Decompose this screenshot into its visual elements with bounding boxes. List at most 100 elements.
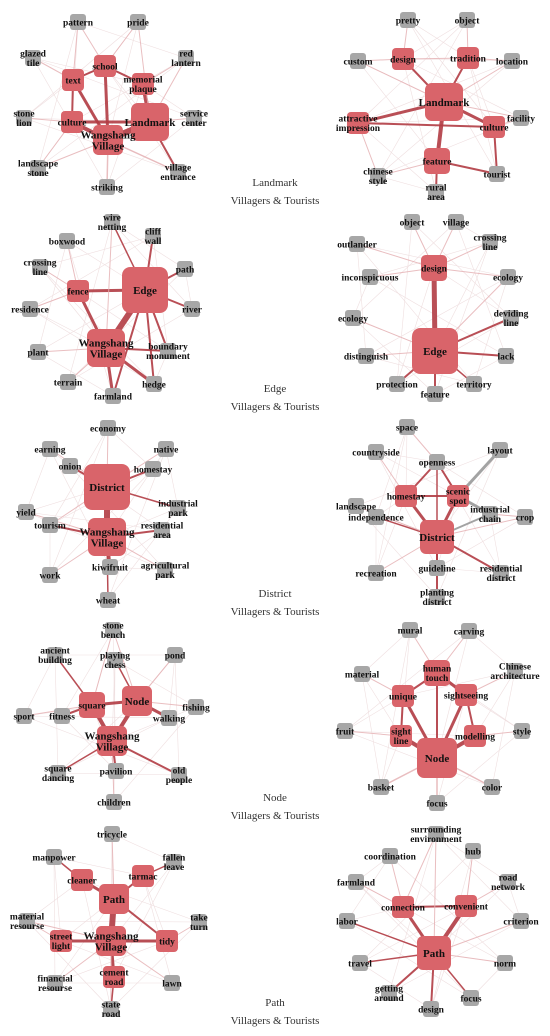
caption-subtitle: Villagers & Tourists — [230, 810, 320, 822]
background-edge — [375, 451, 438, 463]
background-edge — [67, 308, 193, 383]
node-label-line: tile — [27, 59, 40, 69]
background-edge — [436, 461, 526, 518]
node-label: cleaner — [67, 876, 97, 886]
node-box — [489, 166, 505, 182]
key-node-box — [392, 685, 414, 707]
node-box — [106, 794, 122, 810]
background-edge — [375, 495, 407, 574]
node-label: sport — [13, 712, 35, 722]
node-label-line: Node — [425, 753, 450, 765]
node-label: independence — [348, 513, 403, 523]
node-label: farmland — [337, 878, 376, 888]
node-box — [429, 454, 445, 470]
node-label-line: pavilion — [100, 767, 133, 777]
node-box — [428, 826, 444, 842]
node-box — [19, 913, 35, 929]
node-box — [160, 343, 176, 359]
node-label-line: landscape — [18, 160, 58, 170]
node-label-line: getting — [375, 985, 403, 995]
node-label-line: wheat — [96, 596, 121, 606]
background-edge — [67, 221, 113, 383]
node-label: pattern — [63, 18, 94, 28]
node-box — [184, 301, 200, 317]
caption-subtitle: Villagers & Tourists — [230, 1015, 320, 1027]
network-edge — [105, 221, 113, 349]
node-label: modelling — [455, 732, 495, 742]
key-node-box — [156, 930, 178, 952]
key-node-box — [425, 83, 463, 121]
node-label-line: homestay — [387, 492, 426, 502]
background-edge — [405, 426, 408, 497]
node-label: homestay — [387, 492, 426, 502]
node-label: pond — [165, 651, 186, 661]
node-label-line: chinese — [363, 168, 393, 178]
node-box — [381, 985, 397, 1001]
key-node-box — [103, 966, 125, 988]
node-label: tricycle — [97, 830, 127, 840]
node-label: inconspicuous — [341, 273, 398, 283]
key-node-box — [84, 464, 130, 510]
node-label-line: take — [190, 914, 207, 924]
node-label-line: manpower — [32, 853, 76, 863]
node-label-line: onion — [59, 462, 82, 472]
node-label: countryside — [352, 448, 400, 458]
node-label: labor — [336, 917, 358, 927]
node-box — [104, 826, 120, 842]
node-label-line: touch — [426, 674, 449, 684]
key-node-box — [417, 738, 457, 778]
key-node-box — [412, 328, 458, 374]
background-edge — [39, 266, 155, 385]
node-box — [389, 376, 405, 392]
background-edge — [346, 920, 472, 999]
node-label-line: road — [499, 874, 519, 884]
node-label-line: plaque — [129, 85, 156, 95]
node-label: feature — [423, 157, 452, 167]
node-label-line: spot — [450, 497, 468, 507]
node-box — [171, 767, 187, 783]
node-box — [427, 386, 443, 402]
node-box — [16, 708, 32, 724]
node-label: tidy — [159, 937, 175, 947]
node-label-line: lantern — [171, 59, 201, 69]
node-label-line: area — [153, 531, 171, 541]
key-node-box — [93, 125, 123, 155]
node-box — [423, 1001, 439, 1017]
background-edge — [455, 221, 507, 357]
background-edge — [37, 57, 187, 169]
node-label-line: park — [168, 509, 188, 519]
node-label-line: pride — [127, 18, 149, 28]
node-label-line: residential — [480, 565, 523, 575]
node-label-line: planting — [420, 589, 454, 599]
node-label: onion — [59, 462, 82, 472]
node-label: crop — [516, 513, 534, 523]
node-box — [354, 666, 370, 682]
background-edge — [106, 117, 195, 188]
node-label: sightseeing — [444, 691, 489, 701]
node-label-line: Path — [423, 948, 445, 960]
node-label: norm — [494, 959, 516, 969]
node-box — [368, 565, 384, 581]
node-label: distinguish — [344, 352, 389, 362]
key-node-box — [67, 280, 89, 302]
background-edge — [110, 921, 200, 1010]
node-label-line: District — [419, 532, 455, 544]
background-edge — [37, 240, 68, 353]
node-box — [108, 763, 124, 779]
background-edge — [142, 875, 173, 984]
node-box — [503, 310, 519, 326]
